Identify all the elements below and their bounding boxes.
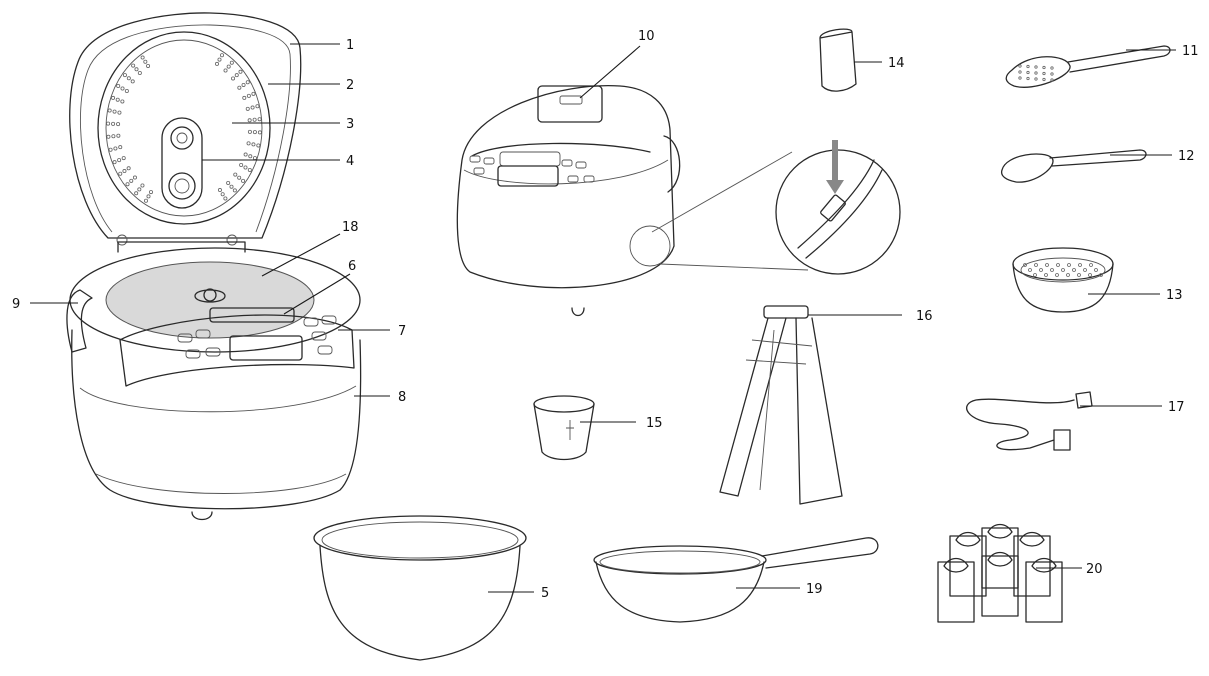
callout-5: 5	[541, 586, 549, 601]
callout-19: 19	[806, 582, 823, 597]
callout-9: 9	[12, 297, 20, 312]
callout-10: 10	[638, 29, 655, 44]
callout-3: 3	[346, 117, 354, 132]
callout-16: 16	[916, 309, 933, 324]
multicooker-open-illustration	[66, 12, 362, 521]
callout-14: 14	[888, 56, 905, 71]
slotted-spoon-illustration	[1005, 45, 1171, 88]
callout-2: 2	[346, 78, 354, 93]
frying-pan-illustration	[593, 537, 879, 623]
leader-lines	[30, 43, 1176, 593]
callout-17: 17	[1168, 400, 1185, 415]
multicooker-closed-illustration	[456, 84, 901, 317]
callout-18: 18	[342, 220, 359, 235]
callout-1: 1	[346, 38, 354, 53]
callout-11: 11	[1182, 44, 1199, 59]
callout-7: 7	[398, 324, 406, 339]
callout-20: 20	[1086, 562, 1103, 577]
yogurt-jars-illustration	[937, 523, 1063, 623]
tongs-illustration	[719, 305, 843, 505]
callout-12: 12	[1178, 149, 1195, 164]
callout-15: 15	[646, 416, 663, 431]
callout-13: 13	[1166, 288, 1183, 303]
callout-6: 6	[348, 259, 356, 274]
callout-labels: 1 2 3 4 5 6 7 8 9 10 11 12 13 14 15 16 1…	[12, 29, 1199, 601]
power-cord-illustration	[966, 391, 1093, 451]
serving-spoon-illustration	[1000, 149, 1147, 183]
measuring-cup-illustration	[533, 395, 595, 461]
callout-8: 8	[398, 390, 406, 405]
inner-bowl-illustration	[313, 515, 527, 661]
steamer-basket-illustration	[1012, 247, 1114, 313]
condensate-collector-illustration	[819, 28, 857, 92]
callout-4: 4	[346, 154, 354, 169]
